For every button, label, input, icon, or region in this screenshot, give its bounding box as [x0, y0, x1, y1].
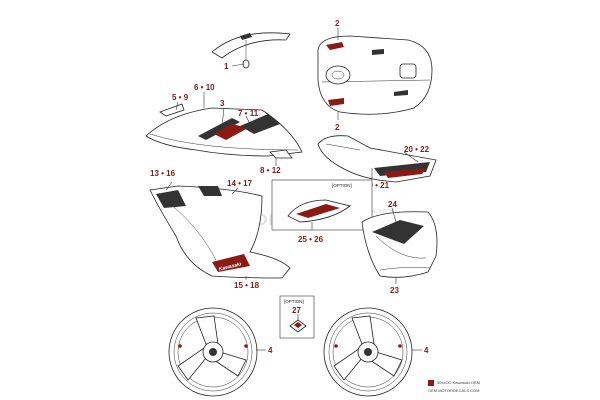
footer-line-1: 30xxOC Kawasaki OEM — [437, 380, 480, 385]
callout-4-left: 4 — [268, 346, 273, 355]
callout-13-16: 13 • 16 — [150, 169, 176, 178]
callout-24: 24 — [388, 200, 397, 209]
callout-23: 23 — [390, 286, 399, 295]
option-box-27: [OPTION] — [279, 295, 315, 339]
leader-line — [391, 207, 397, 223]
option-tag: [OPTION] — [332, 183, 352, 188]
fuel-tank-part — [317, 35, 433, 115]
front-fender-part — [211, 32, 291, 69]
callout-19-21: 19 • 21 — [364, 181, 390, 190]
callout-6-10: 6 • 10 — [194, 83, 215, 92]
callout-2-bottom: 2 — [335, 123, 340, 132]
lower-fairing-part: Kawasaki — [149, 185, 291, 279]
callout-1: 1 — [224, 62, 229, 71]
callout-25-26: 25 • 26 — [298, 235, 324, 244]
footer-line-2: OEM MOTORDECALS.COM — [428, 388, 480, 393]
fairing-brand-decal: Kawasaki — [218, 261, 242, 272]
upper-fairing-part — [145, 103, 303, 159]
callout-3: 3 — [220, 99, 225, 108]
callout-8-12: 8 • 12 — [260, 166, 281, 175]
seat-cowl-part — [317, 135, 437, 183]
callout-4-right: 4 — [424, 346, 429, 355]
tail-section-part — [361, 211, 438, 278]
leader-line — [231, 63, 245, 67]
option-box-25-26: [OPTION] — [271, 179, 373, 231]
brand-logo-icon — [428, 380, 434, 386]
wheel-left-part — [168, 307, 258, 397]
callout-7-11: 7 • 11 — [238, 109, 259, 118]
option-tag: [OPTION] — [284, 299, 304, 304]
callout-2-top: 2 — [335, 19, 340, 28]
leader-line — [403, 151, 419, 163]
leader-line — [245, 115, 253, 129]
callout-14-17: 14 • 17 — [227, 179, 253, 188]
callout-5-9: 5 • 9 — [172, 93, 189, 102]
callout-27: 27 — [292, 306, 301, 315]
leader-line — [175, 101, 179, 111]
wheel-right-part — [323, 307, 413, 397]
leader-line — [231, 187, 239, 195]
callout-15-18: 15 • 18 — [234, 281, 260, 290]
callout-20-22: 20 • 22 — [404, 145, 430, 154]
leader-line — [165, 181, 173, 191]
leader-line — [221, 107, 225, 127]
